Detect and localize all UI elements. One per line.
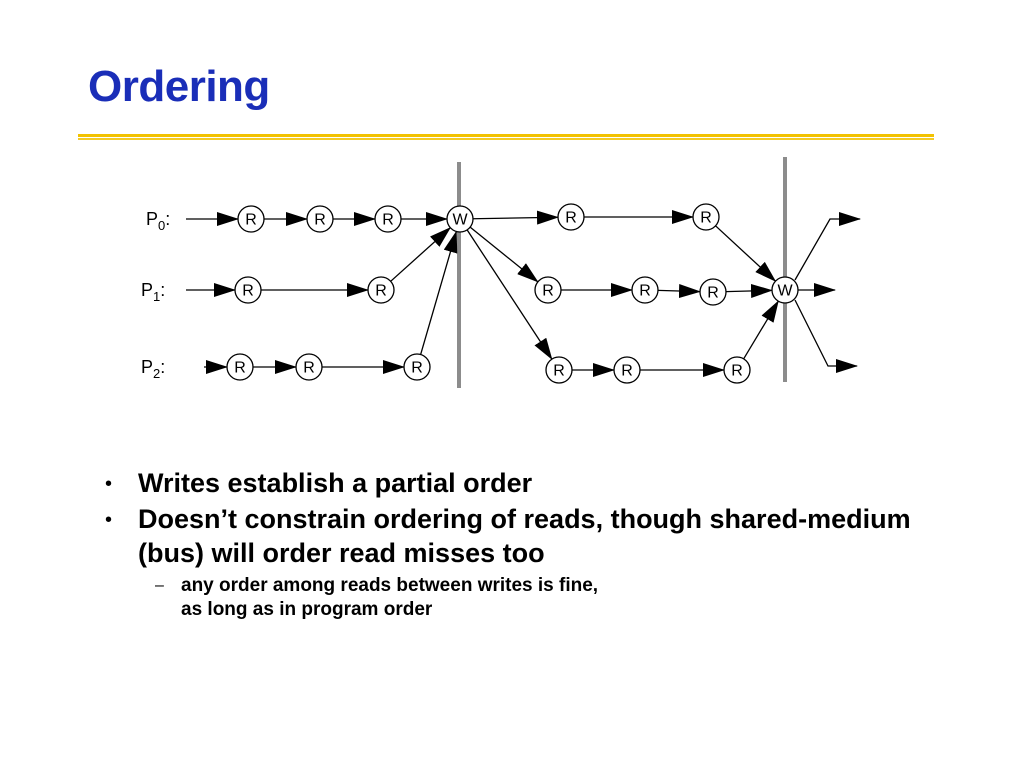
read-node: R: [403, 353, 431, 381]
read-node: R: [692, 203, 720, 231]
bullet-marker: •: [105, 509, 113, 531]
order-edge: [794, 299, 858, 373]
order-edge: [715, 225, 777, 282]
node-label: R: [234, 360, 246, 377]
node-label: R: [731, 363, 743, 380]
order-edge: [743, 300, 779, 360]
sub-bullet-line-1: any order among reads between writes is …: [181, 575, 599, 596]
write-node: W: [771, 276, 799, 304]
node-label: R: [621, 363, 633, 380]
read-node: R: [613, 356, 641, 384]
node-label: R: [700, 210, 712, 227]
node-label: R: [382, 212, 394, 229]
bullet-item-partial-order: • Writes establish a partial order: [105, 466, 925, 500]
node-label: R: [242, 283, 254, 300]
read-node: R: [367, 276, 395, 304]
bullet-text: Writes establish a partial order: [138, 468, 533, 498]
read-node: R: [545, 356, 573, 384]
order-edge: [657, 284, 702, 298]
sub-bullet-marker: –: [155, 577, 164, 594]
title-divider: [78, 134, 934, 137]
node-label: R: [314, 212, 326, 229]
read-node: R: [374, 205, 402, 233]
bullet-text: Doesn’t constrain ordering of reads, tho…: [138, 504, 911, 568]
processor-label: P0:: [146, 209, 170, 233]
node-label: R: [542, 283, 554, 300]
write-node: W: [446, 205, 474, 233]
read-node: R: [234, 276, 262, 304]
sub-bullet-item-program-order: – any order among reads between writes i…: [105, 574, 925, 622]
node-label: R: [245, 212, 257, 229]
node-label: R: [375, 283, 387, 300]
read-node: R: [237, 205, 265, 233]
order-edge: [725, 283, 774, 298]
read-node: R: [534, 276, 562, 304]
node-label: R: [639, 283, 651, 300]
bullet-item-read-ordering: • Doesn’t constrain ordering of reads, t…: [105, 502, 925, 570]
read-node: R: [631, 276, 659, 304]
order-edge: [469, 226, 539, 283]
processor-label: P2:: [141, 357, 165, 381]
node-label: R: [553, 363, 565, 380]
slide-title: Ordering: [88, 62, 270, 111]
read-node: R: [699, 278, 727, 306]
read-node: R: [226, 353, 254, 381]
processor-label: P1:: [141, 280, 165, 304]
order-edge: [794, 212, 861, 281]
title-divider-lower: [78, 138, 934, 140]
node-label: R: [707, 285, 719, 302]
node-label: R: [303, 360, 315, 377]
node-label: R: [411, 360, 423, 377]
read-node: R: [723, 356, 751, 384]
node-label: W: [452, 212, 468, 229]
bullet-list: • Writes establish a partial order • Doe…: [105, 466, 925, 622]
node-label: W: [777, 283, 793, 300]
bullet-marker: •: [105, 473, 113, 495]
order-edge: [472, 210, 560, 225]
read-node: R: [306, 205, 334, 233]
read-node: R: [295, 353, 323, 381]
sub-bullet-line-2: as long as in program order: [181, 599, 433, 620]
read-node: R: [557, 203, 585, 231]
order-edge: [390, 227, 452, 282]
order-edge: [466, 229, 553, 360]
order-edge: [420, 230, 458, 355]
node-label: R: [565, 210, 577, 227]
